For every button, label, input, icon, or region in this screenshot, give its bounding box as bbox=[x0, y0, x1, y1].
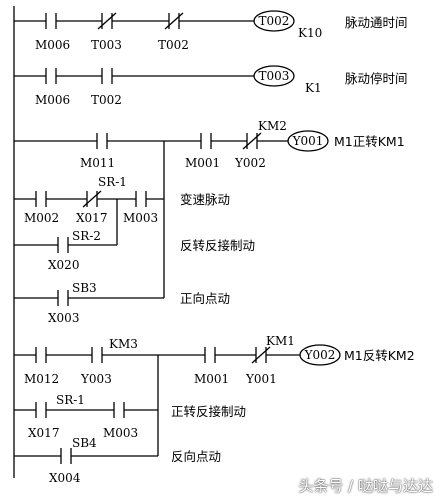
coil-label: T003 bbox=[259, 69, 290, 83]
contact-label: Y003 bbox=[80, 372, 112, 386]
contact-no bbox=[35, 347, 47, 363]
contact-label: M002 bbox=[24, 211, 59, 225]
contact-no bbox=[57, 290, 69, 306]
contact-label: T002 bbox=[158, 38, 189, 52]
coil bbox=[299, 344, 341, 366]
contact-no bbox=[35, 402, 47, 418]
contact-label: Y001 bbox=[245, 372, 277, 386]
contact-label: M001 bbox=[185, 156, 220, 170]
contact-no bbox=[45, 13, 57, 29]
contact-no bbox=[101, 68, 113, 84]
rung-comment: M1反转KM2 bbox=[344, 348, 415, 363]
rung-3: Y001 M1正转KM1 M011 M001 Y002 KM2 M002 X01… bbox=[14, 119, 405, 325]
coil-param: K10 bbox=[298, 26, 322, 40]
coil bbox=[287, 130, 329, 152]
contact-label: M003 bbox=[103, 426, 138, 440]
contact-no bbox=[57, 237, 69, 253]
rung-comment: 脉动通时间 bbox=[345, 15, 408, 30]
contact-label: X004 bbox=[49, 471, 81, 485]
rung-1: T002 K10 脉动通时间 M006 T003 T002 bbox=[14, 10, 408, 52]
contact-label: T003 bbox=[91, 38, 122, 52]
contact-label: SR-1 bbox=[98, 175, 127, 189]
contact-no bbox=[96, 133, 108, 149]
contact-label: X017 bbox=[28, 426, 59, 440]
contact-label: SR-1 bbox=[56, 393, 85, 407]
contact-no bbox=[45, 68, 57, 84]
coil bbox=[253, 65, 295, 87]
contact-no bbox=[200, 133, 212, 149]
contact-label: X003 bbox=[48, 311, 79, 325]
rung-comment: M1正转KM1 bbox=[334, 134, 405, 149]
contact-label: M006 bbox=[35, 38, 70, 52]
contact-label: M012 bbox=[24, 372, 59, 386]
contact-label: X017 bbox=[76, 211, 107, 225]
coil-label: Y002 bbox=[304, 348, 336, 362]
contact-no bbox=[91, 347, 103, 363]
contact-label: Y002 bbox=[234, 156, 266, 170]
branch-comment: 变速脉动 bbox=[180, 192, 230, 207]
contact-label: M006 bbox=[35, 93, 70, 107]
branch-comment: 反转反接制动 bbox=[180, 238, 255, 253]
contact-label: SR-2 bbox=[72, 229, 101, 243]
contact-no bbox=[135, 191, 147, 207]
branch-comment: 正转反接制动 bbox=[171, 404, 246, 419]
coil-param: K1 bbox=[305, 81, 322, 95]
rung-2: T003 K1 脉动停时间 M006 T002 bbox=[14, 65, 408, 107]
coil bbox=[253, 10, 295, 32]
contact-no bbox=[113, 402, 125, 418]
branch-comment: 反向点动 bbox=[171, 449, 221, 464]
rung-4: Y002 M1反转KM2 M012 Y003 KM3 M001 Y001 KM1… bbox=[14, 334, 415, 485]
contact-label: M001 bbox=[194, 372, 229, 386]
contact-label: KM2 bbox=[258, 119, 287, 133]
coil-label: Y001 bbox=[292, 134, 324, 148]
coil-label: T002 bbox=[259, 14, 290, 28]
contact-label: X020 bbox=[48, 258, 79, 272]
contact-label: SB3 bbox=[72, 281, 97, 295]
rung-comment: 脉动停时间 bbox=[345, 71, 408, 86]
contact-label: KM1 bbox=[266, 334, 295, 348]
contact-no bbox=[60, 448, 72, 464]
contact-label: M011 bbox=[80, 156, 115, 170]
contact-no bbox=[204, 347, 216, 363]
contact-label: KM3 bbox=[109, 337, 138, 351]
branch-comment: 正向点动 bbox=[180, 291, 230, 306]
contact-label: T002 bbox=[91, 93, 122, 107]
watermark: 头条号 / 哒哒与达达 bbox=[298, 477, 433, 495]
contact-label: M003 bbox=[123, 211, 158, 225]
contact-no bbox=[35, 191, 47, 207]
contact-label: SB4 bbox=[72, 436, 97, 450]
